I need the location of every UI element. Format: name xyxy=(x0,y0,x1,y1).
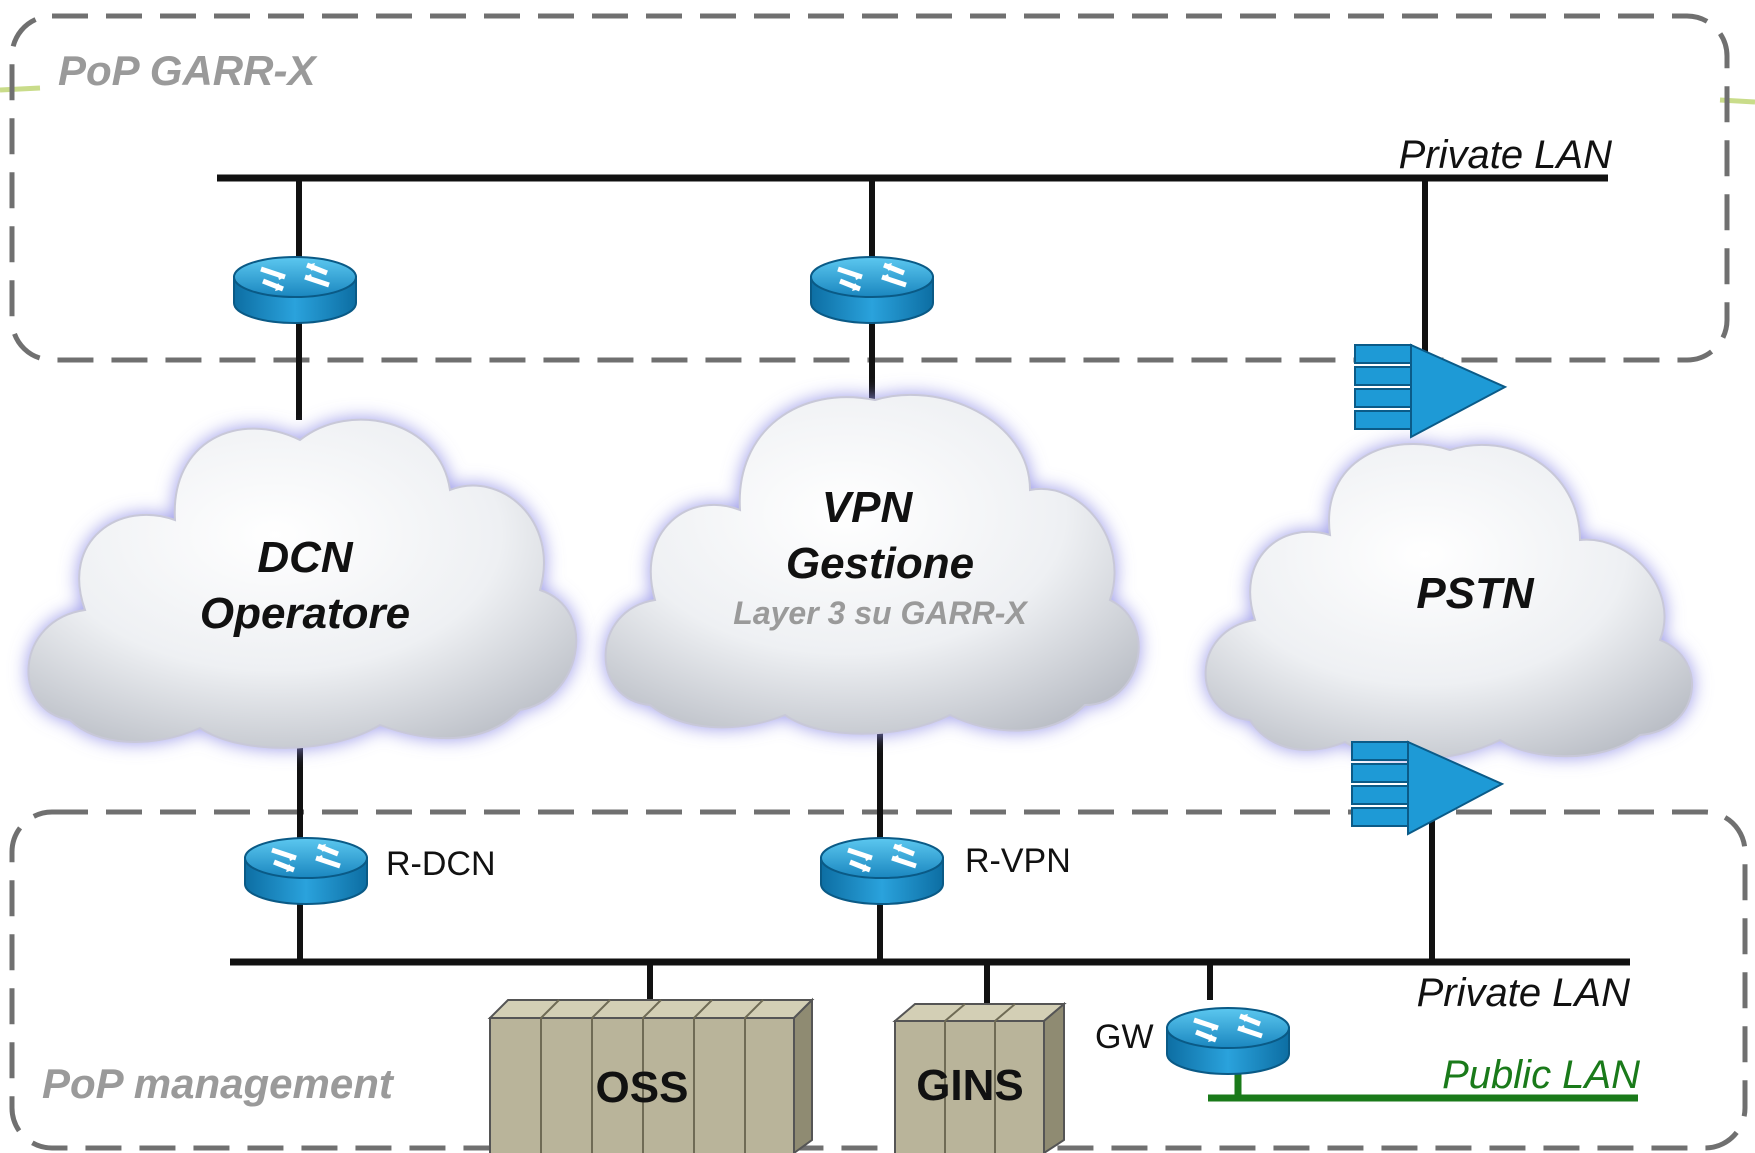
lan-bottom-private-label: Private LAN xyxy=(1417,971,1631,1015)
cloud-dcn xyxy=(27,418,578,749)
cloud-vpn-line2: Gestione xyxy=(786,539,974,588)
voice-gateway-icon xyxy=(1354,343,1508,439)
voice-gateway-top xyxy=(1354,343,1508,439)
zone-garr-title: PoP GARR-X xyxy=(58,47,318,94)
cloud-pstn-line1: PSTN xyxy=(1416,569,1535,618)
router-r-vpn-label: R-VPN xyxy=(965,842,1071,880)
voice-gateway-bottom xyxy=(1351,740,1505,836)
router-garr-vpn xyxy=(810,256,934,324)
cloud-pstn xyxy=(1204,442,1694,760)
cloud-dcn-line1: DCN xyxy=(257,533,354,582)
router-icon xyxy=(810,256,934,324)
router-gw-label: GW xyxy=(1095,1018,1154,1056)
router-r-vpn xyxy=(820,837,944,905)
server-oss-label: OSS xyxy=(596,1063,689,1112)
zone-management-title: PoP management xyxy=(42,1060,395,1107)
router-r-dcn-label: R-DCN xyxy=(386,845,496,883)
router-garr-dcn xyxy=(233,256,357,324)
router-icon xyxy=(233,256,357,324)
router-icon xyxy=(820,837,944,905)
links xyxy=(296,178,1435,1008)
server-oss xyxy=(487,997,815,1153)
server-rack-icon xyxy=(892,1001,1067,1153)
server-gins xyxy=(892,1001,1067,1153)
cloud-dcn-line2: Operatore xyxy=(200,589,410,638)
lan-public-label: Public LAN xyxy=(1442,1053,1640,1097)
cloud-vpn-line1: VPN xyxy=(822,483,914,532)
server-rack-icon xyxy=(487,997,815,1153)
router-gw xyxy=(1166,1007,1290,1075)
cloud-icon xyxy=(27,418,578,749)
voice-gateway-icon xyxy=(1351,740,1505,836)
cloud-icon xyxy=(1204,442,1694,760)
server-gins-label: GINS xyxy=(916,1061,1024,1110)
lan-top-private-label: Private LAN xyxy=(1399,133,1613,177)
router-icon xyxy=(1166,1007,1290,1075)
cloud-vpn xyxy=(604,393,1140,735)
router-r-dcn xyxy=(244,837,368,905)
cloud-vpn-subtitle: Layer 3 su GARR-X xyxy=(733,595,1028,631)
cloud-icon xyxy=(604,393,1140,735)
routers xyxy=(233,256,1290,1075)
router-icon xyxy=(244,837,368,905)
